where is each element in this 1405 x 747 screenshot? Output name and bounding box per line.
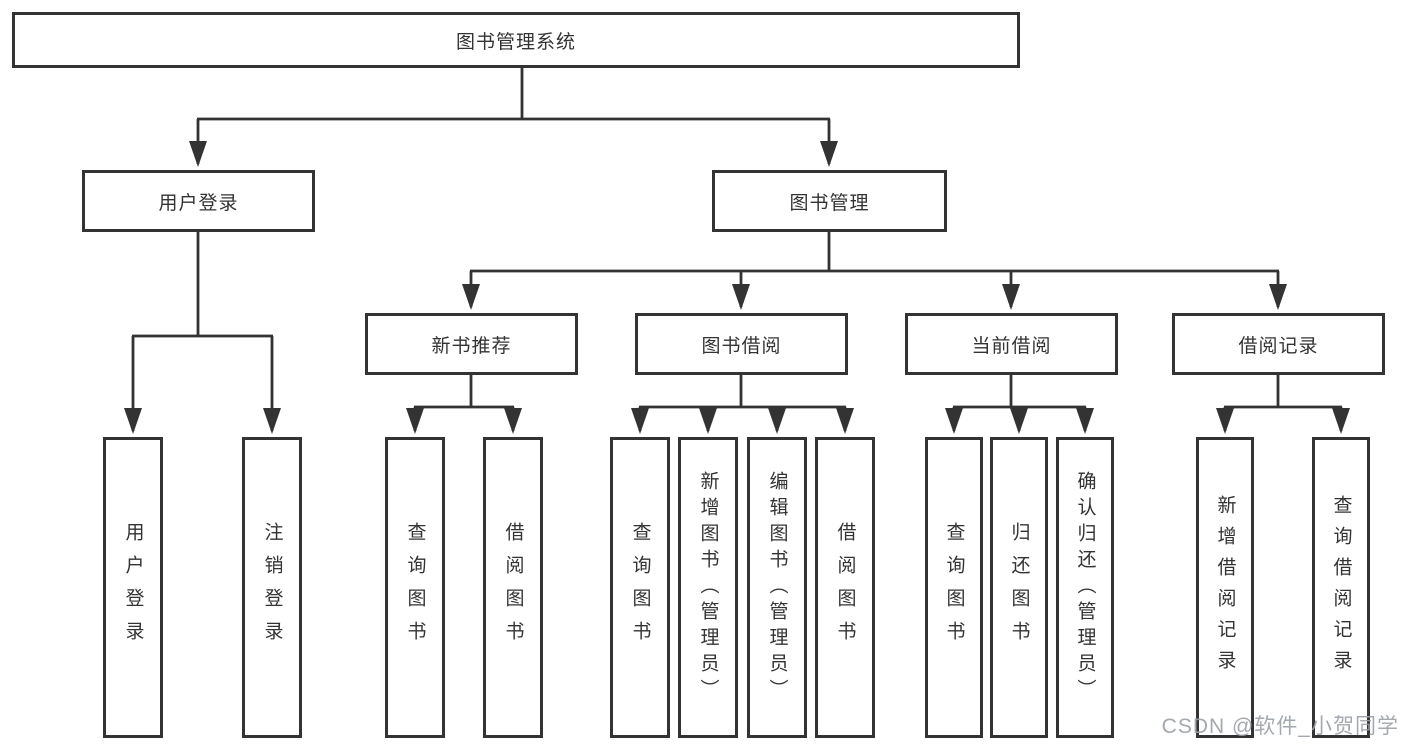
- leaf-label: 注销登录: [261, 521, 283, 654]
- leaf-label: 新增借阅记录: [1214, 494, 1236, 681]
- leaf-label: 查询图书: [629, 521, 651, 654]
- node-user-login: 用户登录: [82, 170, 315, 232]
- leaf-query-books-borrowing: 查询图书: [610, 437, 670, 738]
- node-label: 当前借阅: [971, 335, 1052, 357]
- leaf-add-borrow-record: 新增借阅记录: [1196, 437, 1254, 738]
- node-new-book-recommendation: 新书推荐: [365, 313, 578, 375]
- leaf-label: 查询借阅记录: [1330, 494, 1352, 681]
- leaf-label: 借阅图书: [502, 521, 524, 654]
- node-label: 用户登录: [158, 192, 239, 214]
- node-label: 图书管理: [789, 192, 870, 214]
- node-label: 新书推荐: [431, 335, 512, 357]
- leaf-query-borrow-record: 查询借阅记录: [1312, 437, 1370, 738]
- leaf-logout: 注销登录: [242, 437, 302, 738]
- leaf-label: 编辑图书（管理员）: [766, 470, 788, 705]
- node-label: 借阅记录: [1238, 335, 1319, 357]
- node-current-borrowing: 当前借阅: [905, 313, 1118, 375]
- leaf-label: 查询图书: [943, 521, 965, 654]
- watermark: CSDN @软件_小贺同学: [1161, 715, 1399, 738]
- node-label: 图书借阅: [701, 335, 782, 357]
- node-book-management: 图书管理: [712, 170, 947, 232]
- leaf-label: 查询图书: [404, 521, 426, 654]
- leaf-label: 借阅图书: [834, 521, 856, 654]
- leaf-label: 归还图书: [1008, 521, 1030, 654]
- leaf-confirm-return-admin: 确认归还（管理员）: [1056, 437, 1114, 738]
- leaf-return-books: 归还图书: [990, 437, 1048, 738]
- node-library-management-system: 图书管理系统: [12, 12, 1020, 68]
- node-book-borrowing: 图书借阅: [635, 313, 848, 375]
- leaf-edit-books-admin: 编辑图书（管理员）: [747, 437, 807, 738]
- node-borrowing-records: 借阅记录: [1172, 313, 1385, 375]
- leaf-borrow-books-borrowing: 借阅图书: [815, 437, 875, 738]
- leaf-label: 确认归还（管理员）: [1074, 470, 1096, 705]
- leaf-add-books-admin: 新增图书（管理员）: [678, 437, 738, 738]
- leaf-query-books-current: 查询图书: [925, 437, 983, 738]
- leaf-user-login: 用户登录: [103, 437, 163, 738]
- leaf-borrow-books-recommend: 借阅图书: [483, 437, 543, 738]
- leaf-label: 用户登录: [122, 521, 144, 654]
- leaf-query-books-recommend: 查询图书: [385, 437, 445, 738]
- leaf-label: 新增图书（管理员）: [697, 470, 719, 705]
- node-label: 图书管理系统: [455, 31, 576, 53]
